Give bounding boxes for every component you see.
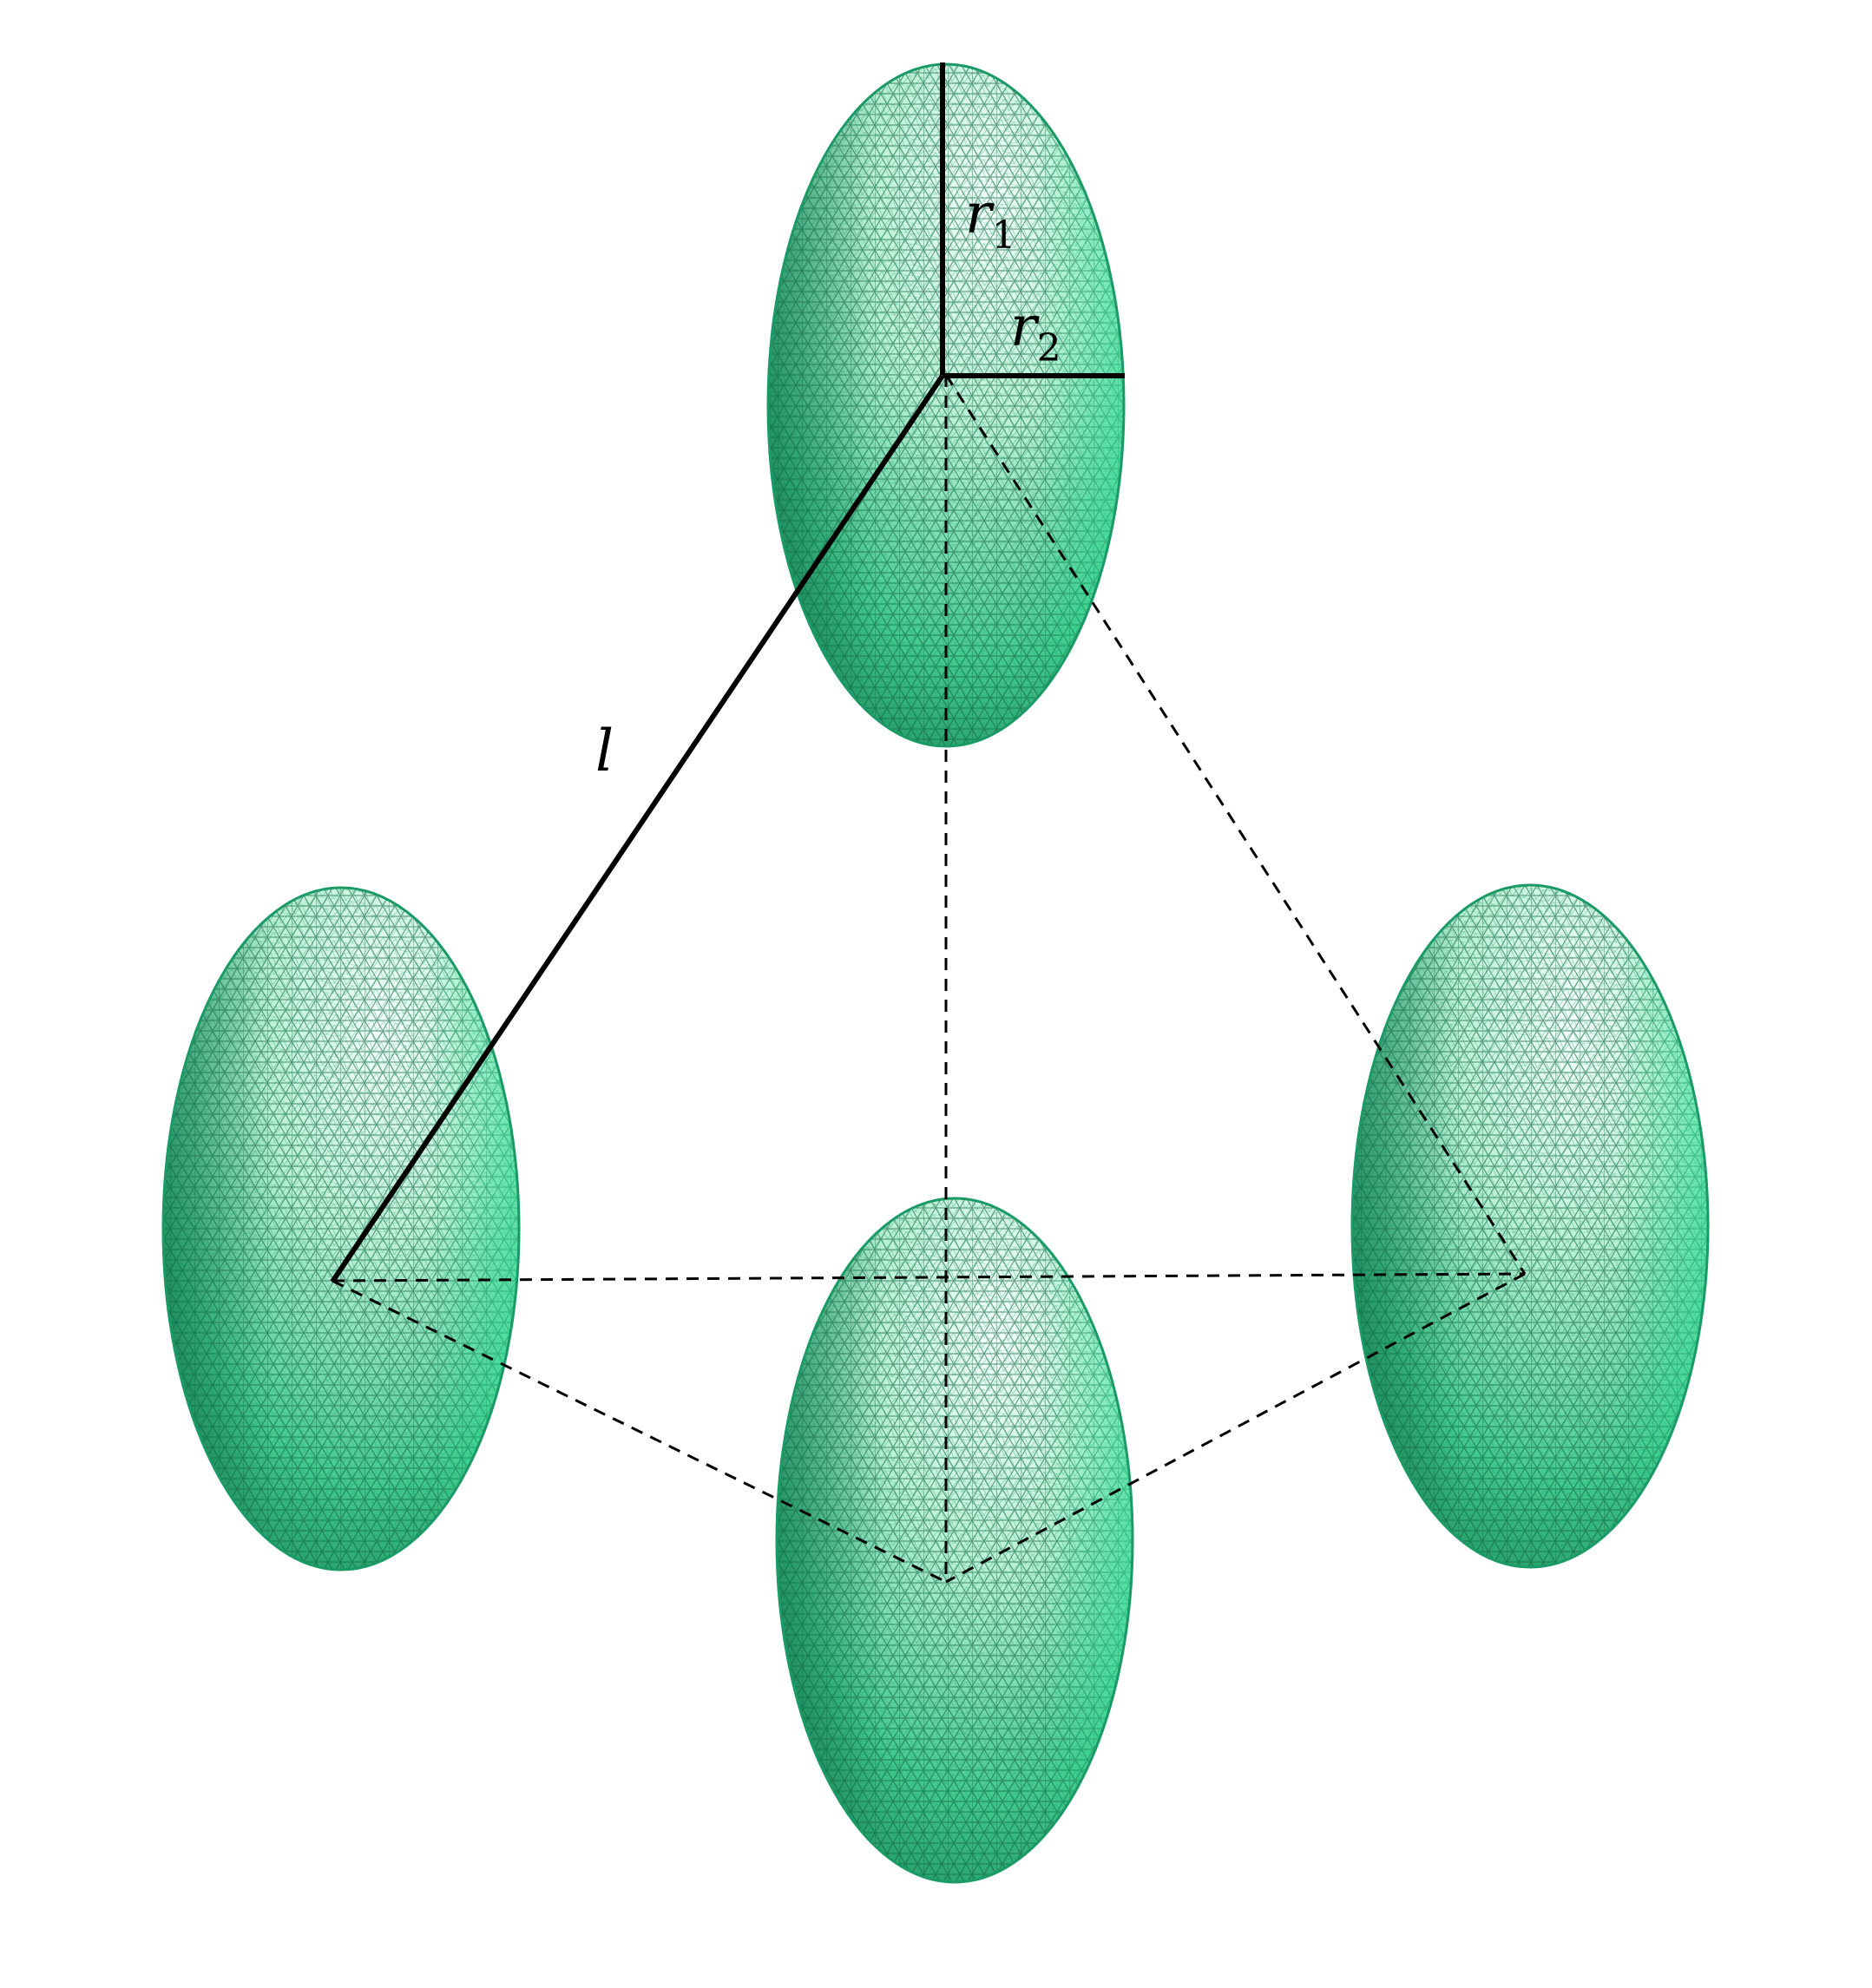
ellipsoid-bottom (775, 1197, 1134, 1884)
label-l: l (595, 718, 614, 784)
ellipsoid-left (161, 886, 521, 1571)
edge-right-to-back (945, 1272, 1526, 1584)
measurement-lines (330, 62, 1125, 1283)
tetrahedron-dashed-edges (332, 374, 1527, 1584)
ellipsoid-right (1350, 883, 1710, 1569)
labels: r1 r2 l (595, 182, 1061, 784)
edge-left-to-right (332, 1272, 1526, 1283)
edge-length-l-line (330, 374, 945, 1283)
label-r1: r1 (965, 182, 1016, 258)
edge-left-to-back (332, 1279, 947, 1584)
edge-top-to-right (944, 374, 1527, 1275)
label-r2: r2 (1010, 295, 1061, 371)
